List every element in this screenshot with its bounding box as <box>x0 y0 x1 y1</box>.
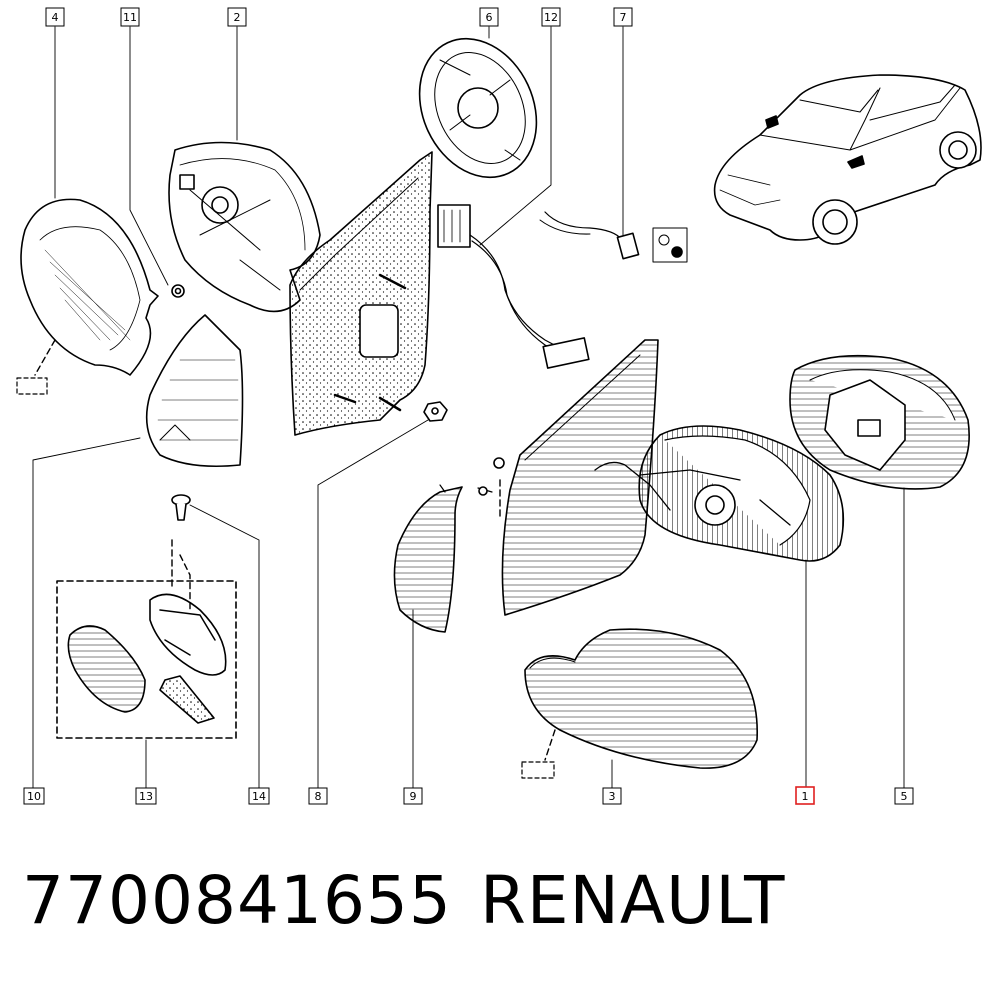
car-illustration <box>713 74 982 245</box>
part-4-mirror-cover-left <box>20 198 159 376</box>
part-9-corner-trim <box>393 457 505 633</box>
part-7-sensor-wire <box>539 211 688 263</box>
callout-7: 7 <box>613 7 633 27</box>
part-12-wiring-harness <box>437 204 590 369</box>
part-5-mirror-glass <box>789 354 970 490</box>
part-13-kit <box>56 580 237 739</box>
part-3-mirror-cover-right <box>524 628 758 769</box>
mount-marker-left <box>16 377 48 395</box>
part-9-door-panel-right <box>501 339 659 616</box>
svg-text:11: 11 <box>123 11 137 24</box>
part-8-nut <box>423 401 448 422</box>
part-8-door-panel <box>289 151 433 436</box>
dashed-guides <box>34 339 556 761</box>
svg-text:10: 10 <box>27 790 41 803</box>
part-6-glass-back <box>418 37 538 179</box>
svg-text:8: 8 <box>315 790 322 803</box>
part-14-screw <box>171 494 191 521</box>
callout-2: 2 <box>227 7 247 27</box>
callout-1-highlighted: 1 <box>795 786 815 805</box>
callout-9: 9 <box>403 787 423 805</box>
callout-3: 3 <box>602 787 622 805</box>
svg-text:12: 12 <box>544 11 558 24</box>
mount-marker-right <box>521 761 555 779</box>
svg-text:14: 14 <box>252 790 266 803</box>
svg-text:3: 3 <box>609 790 616 803</box>
callout-13: 13 <box>135 787 157 805</box>
callout-6: 6 <box>479 7 499 27</box>
callout-5: 5 <box>894 787 914 805</box>
callout-4: 4 <box>45 7 65 27</box>
svg-text:5: 5 <box>901 790 908 803</box>
svg-text:2: 2 <box>234 11 241 24</box>
callout-10: 10 <box>23 787 45 805</box>
callout-12: 12 <box>541 7 561 27</box>
callout-14: 14 <box>248 787 270 805</box>
part-11-clip <box>171 284 185 298</box>
svg-text:1: 1 <box>802 790 809 803</box>
svg-text:4: 4 <box>52 11 59 24</box>
part-10-corner-trim <box>145 314 244 468</box>
leader-lines <box>32 26 905 789</box>
part-2-mirror-housing <box>168 141 321 313</box>
svg-text:9: 9 <box>410 790 417 803</box>
svg-text:13: 13 <box>139 790 153 803</box>
brand-name: RENAULT <box>480 862 786 939</box>
callout-8: 8 <box>308 787 328 805</box>
callout-11: 11 <box>120 7 140 27</box>
part-number: 7700841655 <box>22 862 452 939</box>
svg-text:7: 7 <box>620 11 627 24</box>
svg-text:6: 6 <box>486 11 493 24</box>
